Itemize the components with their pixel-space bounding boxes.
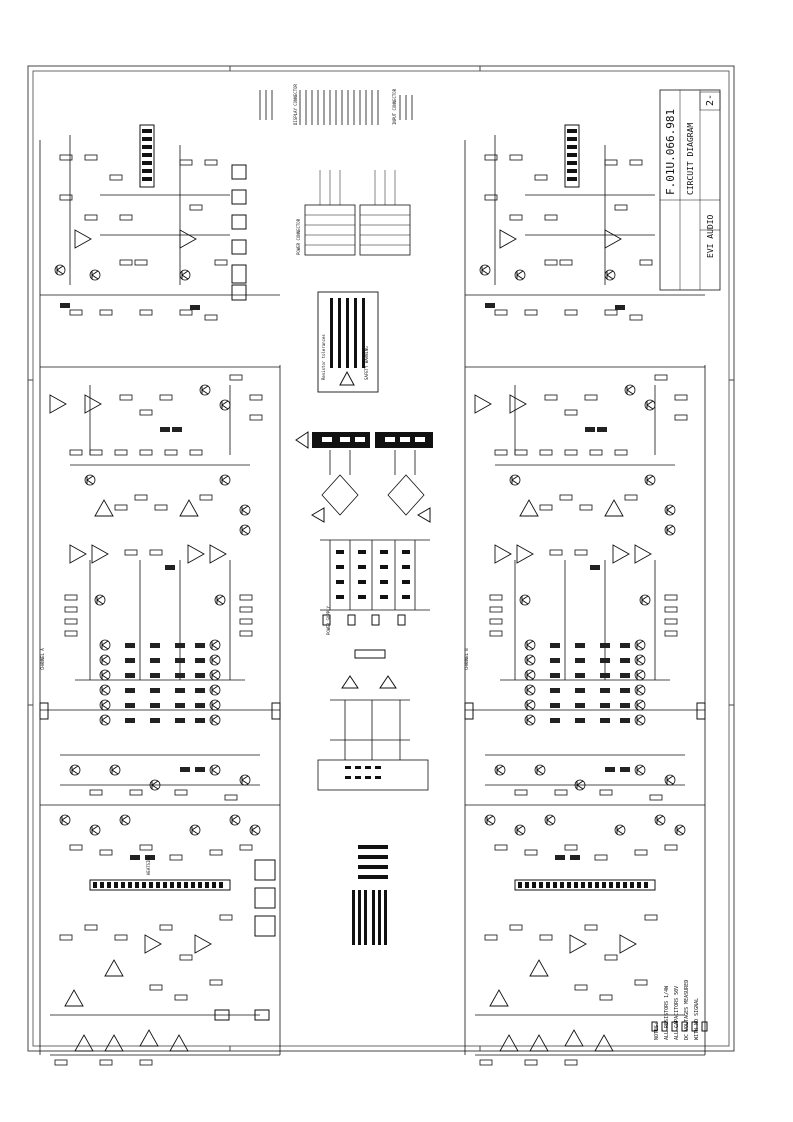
- document-type: CIRCUIT DIAGRAM: [686, 123, 695, 195]
- power-supply-label: POWER SUPPLY: [326, 606, 331, 635]
- power-supply-block: [295, 431, 433, 626]
- title-block: F.01U.066.981 CIRCUIT DIAGRAM EVI AUDIO …: [659, 89, 721, 291]
- drawing-frame: [27, 65, 735, 1052]
- display-connector-block: [259, 90, 413, 125]
- channel-b-label: CHANNEL B: [464, 648, 469, 670]
- heatsink-label: HEATSINK: [146, 855, 151, 875]
- note-line-1: ALL RESISTORS 1/4W: [664, 985, 670, 1040]
- channel-b-circuit: [465, 125, 705, 1065]
- power-connector-label: POWER CONNECTOR: [296, 218, 301, 255]
- power-connector-tables: [304, 170, 411, 256]
- sheet-number: 2-: [705, 94, 716, 106]
- safety-note: SAFETY WARNING: [364, 346, 369, 380]
- legend-box: [317, 291, 379, 393]
- aux-components: [214, 859, 276, 1021]
- channel-a-label: CHANNEL A: [40, 648, 45, 670]
- header-labels: DISPLAY CONNECTOR INPUT CONNECTOR POWER …: [146, 83, 397, 875]
- note-line-2: ALL CAPACITORS 50V: [674, 986, 680, 1040]
- regulator-column: [231, 164, 247, 301]
- aux-supply-block: [317, 649, 429, 791]
- input-connector-label: INPUT CONNECTOR: [392, 88, 397, 125]
- display-connector-label: DISPLAY CONNECTOR: [293, 83, 298, 125]
- drawing-number: F.01U.066.981: [664, 109, 677, 195]
- channel-a-circuit: [40, 125, 280, 1065]
- legend-title: Resistor tolerances: [321, 334, 326, 380]
- connector-pin-field: [352, 845, 388, 945]
- note-line-3: DC VOLTAGES MEASURED: [684, 980, 690, 1040]
- note-line-4: WITH NO SIGNAL: [694, 998, 700, 1040]
- notes-block: NOTES: ALL RESISTORS 1/4W ALL CAPACITORS…: [651, 980, 708, 1040]
- brand-name: EVI AUDIO: [706, 214, 715, 258]
- section-labels: CHANNEL A CHANNEL B POWER SUPPLY: [40, 606, 469, 670]
